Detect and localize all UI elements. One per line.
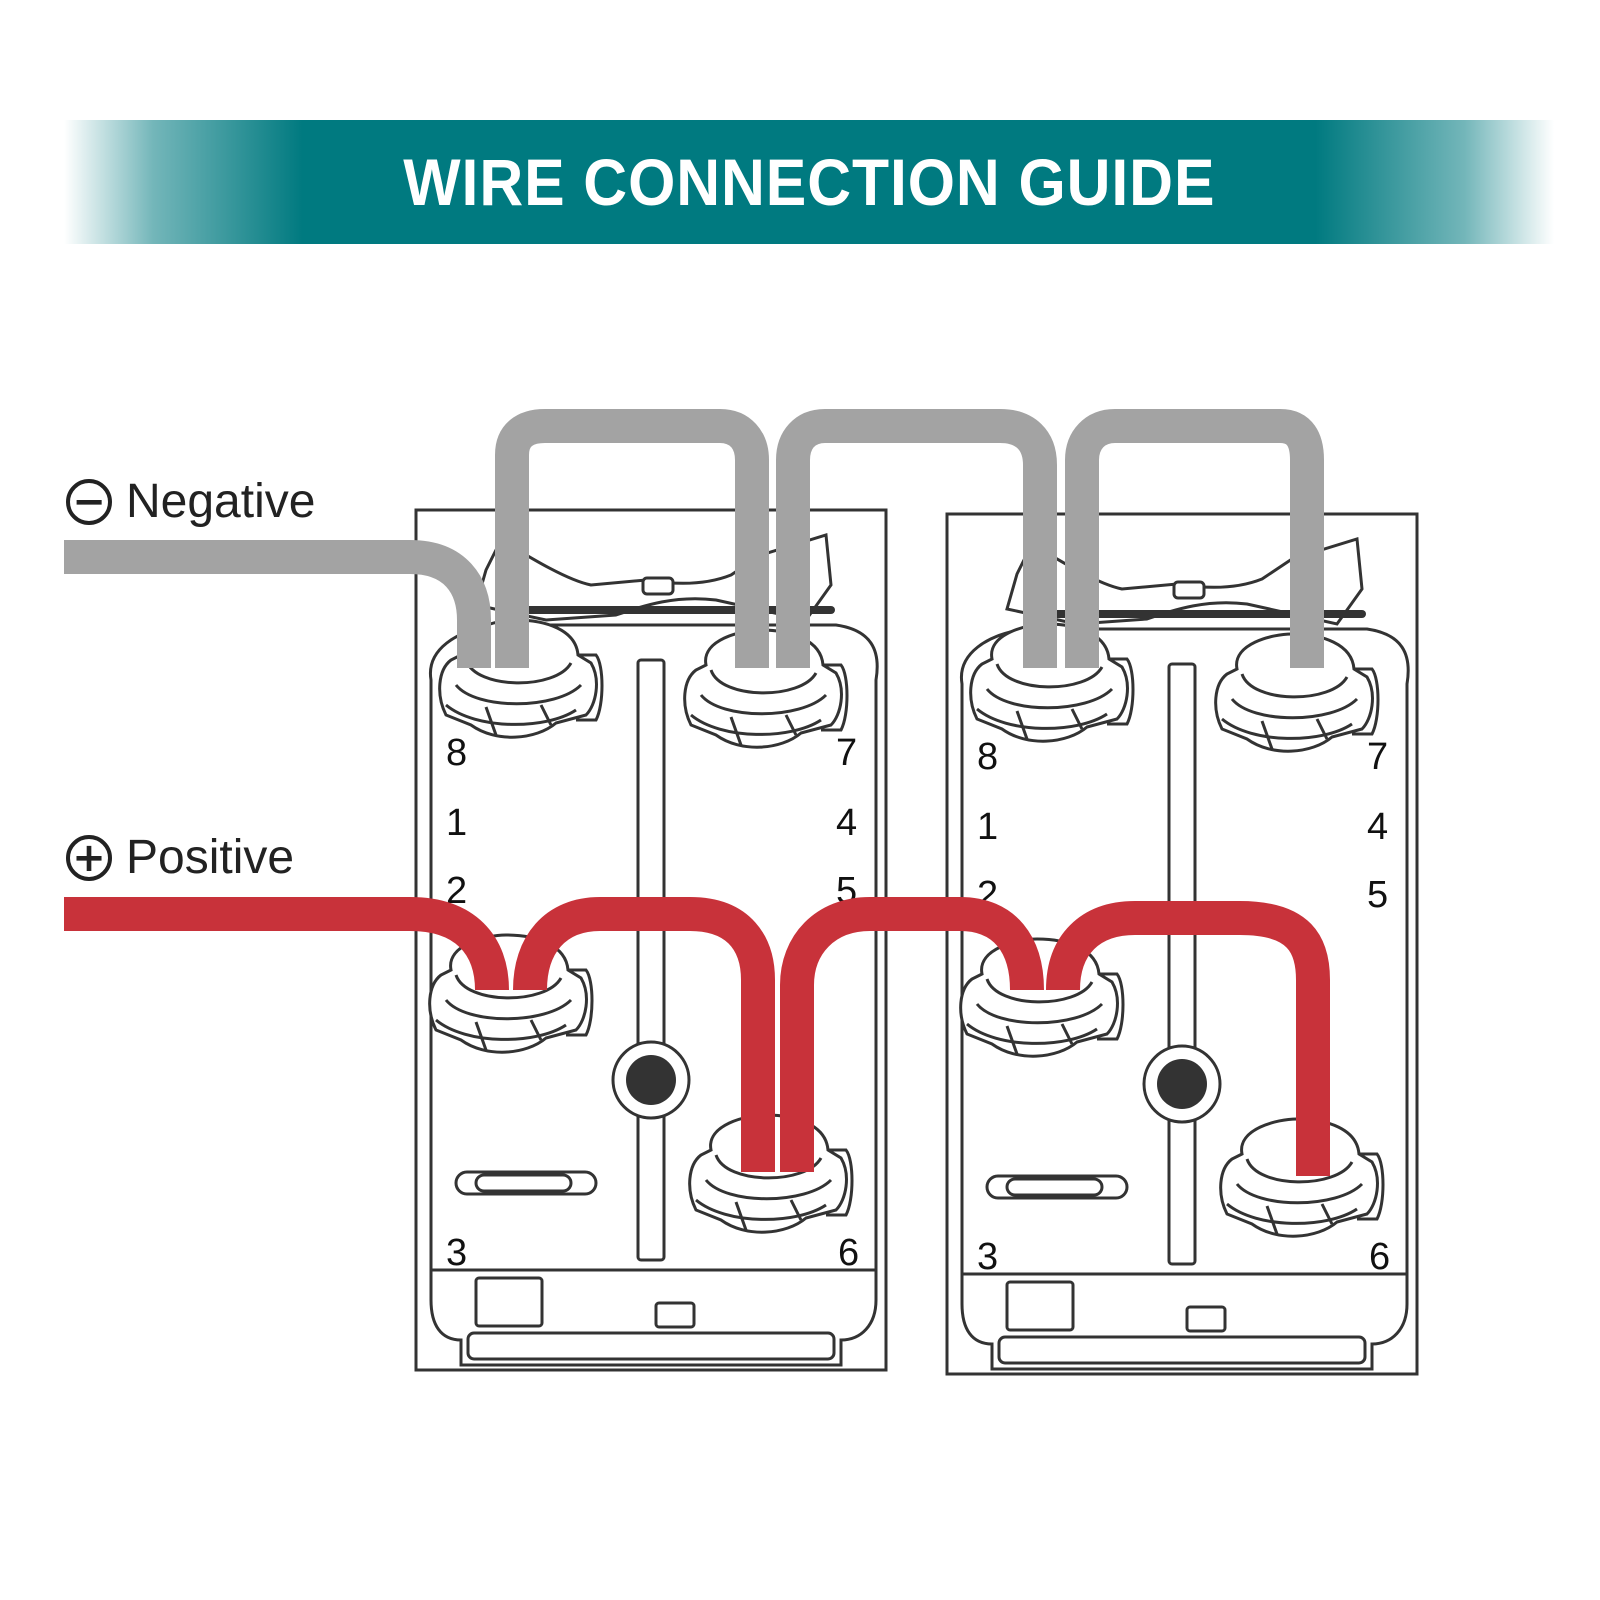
pin-label-2: 2 — [446, 870, 467, 912]
pin-label-1: 1 — [977, 806, 998, 848]
negative-wire-s1-8-to-7 — [495, 409, 769, 668]
positive-wire-s2-2-to-6 — [1046, 901, 1330, 1176]
plus-circle-icon: + — [66, 834, 112, 881]
pin-label-6: 6 — [838, 1232, 859, 1274]
pin-label-3: 3 — [446, 1232, 467, 1274]
positive-wire-s1-to-s2 — [780, 897, 1044, 1172]
positive-wire-s1-2-to-6 — [513, 897, 775, 1172]
pin-label-4: 4 — [836, 802, 857, 844]
pin-label-8: 8 — [446, 732, 467, 774]
pin-label-7: 7 — [836, 732, 857, 774]
pin-label-6: 6 — [1369, 1236, 1390, 1278]
positive-wire-input — [64, 897, 509, 991]
legend-negative-label: Negative — [126, 475, 316, 528]
legend-negative: − Negative — [66, 474, 315, 529]
title-banner: WIRE CONNECTION GUIDE — [64, 120, 1554, 244]
negative-wire-s2-8-to-7 — [1065, 409, 1324, 668]
negative-wire-input — [64, 540, 491, 668]
pin-label-5: 5 — [1367, 874, 1388, 916]
minus-circle-icon: − — [66, 478, 112, 525]
switch-right: 8 7 1 4 2 5 3 6 — [947, 514, 1417, 1374]
positive-wires — [64, 897, 1330, 1176]
page-title: WIRE CONNECTION GUIDE — [402, 145, 1216, 219]
pin-label-7: 7 — [1367, 736, 1388, 778]
pin-label-3: 3 — [977, 1236, 998, 1278]
pin-label-1: 1 — [446, 802, 467, 844]
negative-wires — [64, 409, 1324, 668]
pin-label-4: 4 — [1367, 806, 1388, 848]
negative-wire-s1-to-s2 — [776, 409, 1057, 668]
pin-label-8: 8 — [977, 736, 998, 778]
legend-positive-label: Positive — [126, 831, 295, 884]
legend-positive: + Positive — [66, 830, 294, 885]
